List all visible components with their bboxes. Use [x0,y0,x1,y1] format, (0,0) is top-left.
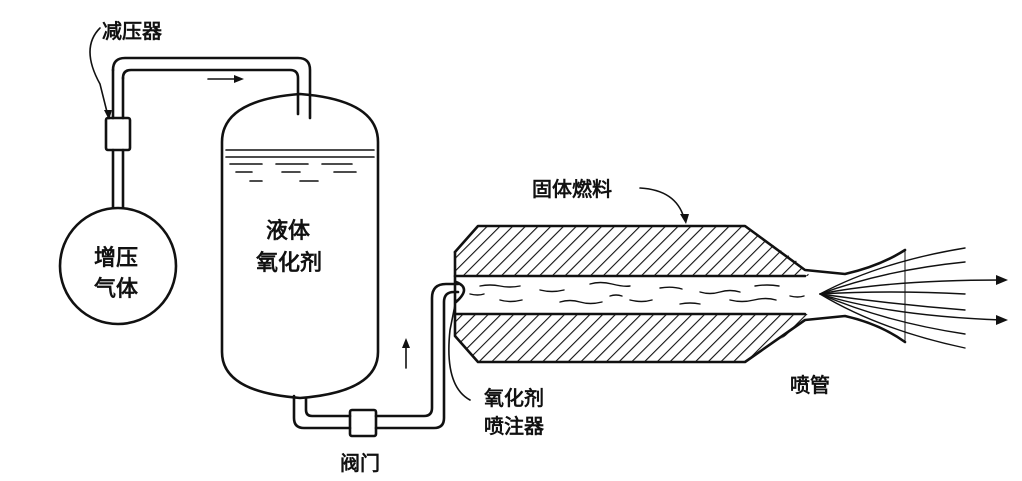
exhaust-plume [819,247,1008,349]
pressurant-gas-tank [58,206,178,326]
label-nozzle: 喷管 [790,373,830,397]
injector-leader [448,299,471,401]
pressure-reducer-leader [89,27,109,117]
oxidizer-tank [220,92,380,400]
solid-fuel-lower [455,314,810,362]
label-oxidizer-injector-1: 氧化剂 [483,386,544,410]
solid-fuel-upper [455,226,810,276]
label-pressurant-gas-2: 气体 [93,276,139,302]
liquid-surface [225,149,375,182]
label-liquid-oxidizer-2: 氧化剂 [255,250,322,276]
injector-head [454,280,466,304]
combustion-flow [469,281,805,305]
label-pressurant-gas-1: 增压 [94,245,138,271]
label-liquid-oxidizer-1: 液体 [266,218,311,244]
valve [348,408,378,438]
label-pressure-reducer: 减压器 [102,19,163,43]
flow-arrow-top [207,75,244,83]
label-oxidizer-injector-2: 喷注器 [484,414,545,438]
pressure-reducer [104,116,132,152]
label-valve: 阀门 [340,451,380,475]
gas-pipe [111,56,312,210]
label-solid-fuel: 固体燃料 [532,177,612,201]
flow-arrow-up [402,338,410,369]
motor-casing [453,224,907,276]
oxidizer-pipe [292,282,460,430]
solid-fuel-leader [639,187,685,219]
